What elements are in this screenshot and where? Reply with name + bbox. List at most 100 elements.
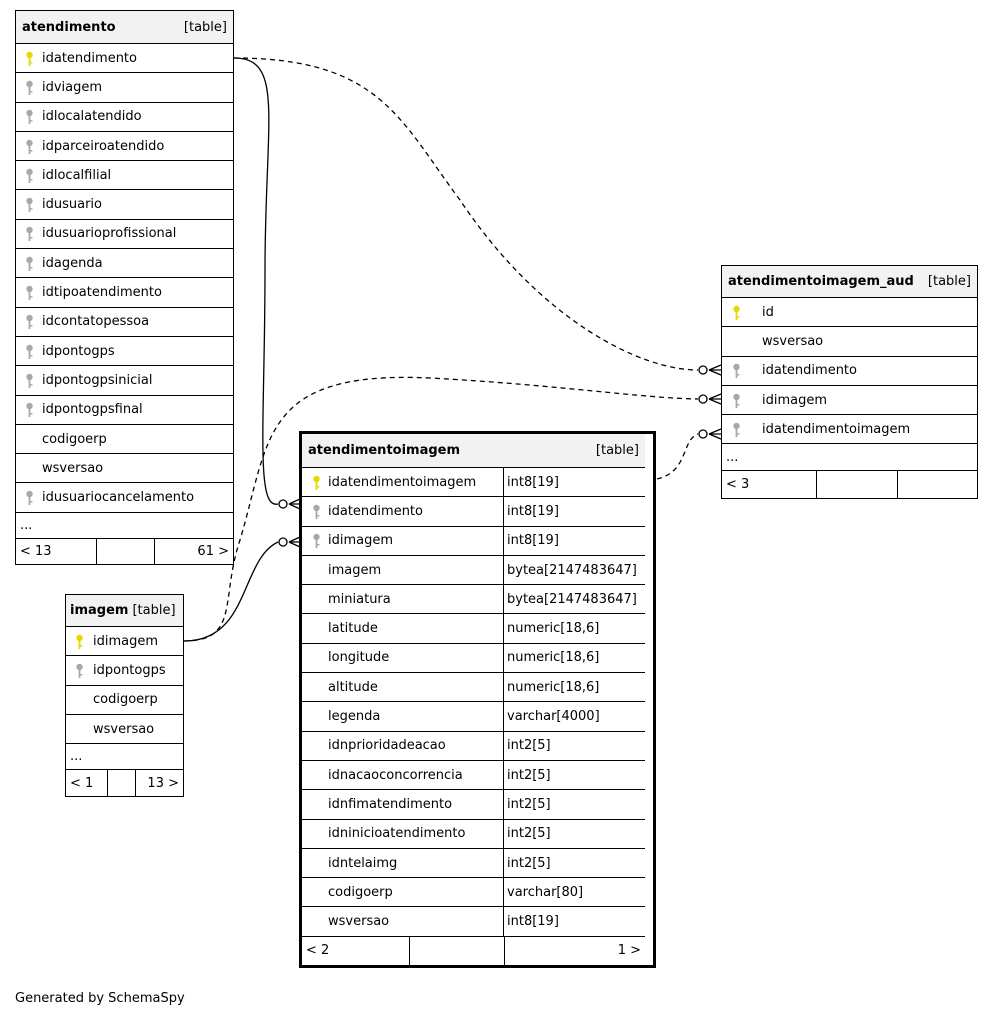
foreign-key-icon bbox=[25, 109, 34, 125]
column-type: int2[5] bbox=[503, 731, 551, 760]
column-name: idpontogpsinicial bbox=[42, 372, 153, 388]
crowfoot-idimagem bbox=[278, 536, 301, 548]
primary-key-icon bbox=[732, 305, 741, 321]
column-type: int8[19] bbox=[503, 468, 559, 497]
table-footer: < 13 61 > bbox=[16, 538, 233, 564]
footer-parents: < 2 bbox=[306, 943, 330, 959]
primary-key-icon bbox=[312, 475, 321, 491]
column-name: idusuariocancelamento bbox=[42, 490, 195, 506]
generated-by-label: Generated by SchemaSpy bbox=[15, 991, 185, 1006]
column-row: idnacaoconcorrencia int2[5] bbox=[302, 760, 645, 791]
foreign-key-icon bbox=[25, 226, 34, 242]
column-type: numeric[18,6] bbox=[503, 614, 599, 643]
crowfoot-aud-idimagem bbox=[698, 393, 722, 405]
foreign-key-icon bbox=[25, 373, 34, 389]
table-footer: < 3 bbox=[722, 471, 977, 499]
table-footer: < 2 1 > bbox=[302, 936, 645, 965]
column-row: idagenda bbox=[16, 249, 233, 279]
foreign-key-icon bbox=[25, 168, 34, 184]
table-name: atendimentoimagem_aud bbox=[728, 274, 914, 289]
column-name: idimagem bbox=[762, 392, 828, 408]
crowfoot-idatendimento bbox=[278, 498, 301, 510]
table-name: atendimento bbox=[22, 19, 116, 35]
crowfoot-aud-idatendimento bbox=[698, 364, 722, 376]
column-row: idlocalfilial bbox=[16, 161, 233, 191]
footer-middle bbox=[107, 770, 135, 797]
table-atendimentoimagem-aud: atendimentoimagem_aud [table] id wsversao… bbox=[721, 265, 978, 500]
column-row: idimagem bbox=[66, 627, 183, 657]
more-columns: ... bbox=[66, 744, 183, 771]
column-row: idpontogpsfinal bbox=[16, 396, 233, 425]
foreign-key-icon bbox=[25, 256, 34, 272]
column-name: idnfimatendimento bbox=[328, 796, 453, 812]
foreign-key-icon bbox=[732, 363, 741, 379]
column-name: codigoerp bbox=[93, 692, 158, 708]
table-atendimento: atendimento [table] idatendimento idviage… bbox=[15, 10, 234, 565]
table-name: atendimentoimagem bbox=[308, 443, 461, 458]
column-row: idtipoatendimento bbox=[16, 278, 233, 308]
column-row: idimagem bbox=[722, 386, 977, 416]
column-name: idnprioridadeacao bbox=[328, 738, 446, 754]
column-name: wsversao bbox=[93, 721, 155, 737]
column-name: idnacaoconcorrencia bbox=[328, 767, 463, 783]
column-name: idatendimentoimagem bbox=[762, 421, 911, 437]
table-header: atendimentoimagem_aud [table] bbox=[722, 266, 977, 298]
column-row: codigoerp bbox=[66, 686, 183, 715]
column-row: wsversao bbox=[16, 454, 233, 484]
footer-children: 1 > bbox=[504, 936, 645, 965]
footer-middle bbox=[96, 538, 154, 564]
column-row: wsversao bbox=[66, 715, 183, 745]
foreign-key-icon bbox=[25, 285, 34, 301]
column-row: idlocalatendido bbox=[16, 103, 233, 132]
footer-parents: < 1 bbox=[70, 775, 94, 791]
footer-children bbox=[897, 471, 977, 499]
column-row: idatendimentoimagem bbox=[722, 415, 977, 445]
column-name: wsversao bbox=[328, 914, 390, 930]
column-name: idatendimento bbox=[762, 363, 857, 379]
foreign-key-icon bbox=[312, 504, 321, 520]
column-name: idviagem bbox=[42, 79, 103, 95]
table-header: atendimento [table] bbox=[16, 11, 233, 44]
column-name: wsversao bbox=[762, 333, 824, 349]
column-name: idpontogps bbox=[42, 343, 115, 359]
foreign-key-icon bbox=[312, 533, 321, 549]
table-tag: [table] bbox=[132, 603, 176, 618]
column-name: wsversao bbox=[42, 460, 104, 476]
column-row: idnprioridadeacao int2[5] bbox=[302, 731, 645, 761]
column-name: idparceiroatendido bbox=[42, 138, 165, 154]
table-header: atendimentoimagem [table] bbox=[302, 434, 645, 468]
column-row: idusuarioprofissional bbox=[16, 220, 233, 250]
column-type: int8[19] bbox=[503, 907, 559, 936]
edge-atendimentoimagem-to-aud bbox=[647, 433, 699, 481]
column-type: int2[5] bbox=[503, 760, 551, 790]
foreign-key-icon bbox=[25, 344, 34, 360]
foreign-key-icon bbox=[732, 393, 741, 409]
foreign-key-icon bbox=[25, 197, 34, 213]
column-name: id bbox=[762, 304, 774, 320]
column-type: numeric[18,6] bbox=[503, 643, 599, 673]
more-columns: ... bbox=[722, 444, 977, 472]
foreign-key-icon bbox=[25, 490, 34, 506]
table-name: imagem bbox=[70, 603, 129, 618]
table-footer: < 1 13 > bbox=[66, 770, 183, 797]
column-row: idpontogps bbox=[16, 337, 233, 367]
column-row: idatendimento bbox=[16, 44, 233, 74]
column-name: idagenda bbox=[42, 255, 103, 271]
footer-middle bbox=[816, 471, 897, 499]
column-name: longitude bbox=[328, 650, 390, 666]
column-row: id bbox=[722, 298, 977, 328]
foreign-key-icon bbox=[75, 663, 84, 679]
more-columns: ... bbox=[16, 513, 233, 539]
column-row: wsversao bbox=[722, 327, 977, 357]
column-name: idninicioatendimento bbox=[328, 826, 466, 842]
column-name: idlocalatendido bbox=[42, 109, 142, 125]
column-name: idatendimento bbox=[42, 50, 137, 66]
column-type: int2[5] bbox=[503, 790, 551, 819]
column-name: idusuarioprofissional bbox=[42, 226, 177, 242]
